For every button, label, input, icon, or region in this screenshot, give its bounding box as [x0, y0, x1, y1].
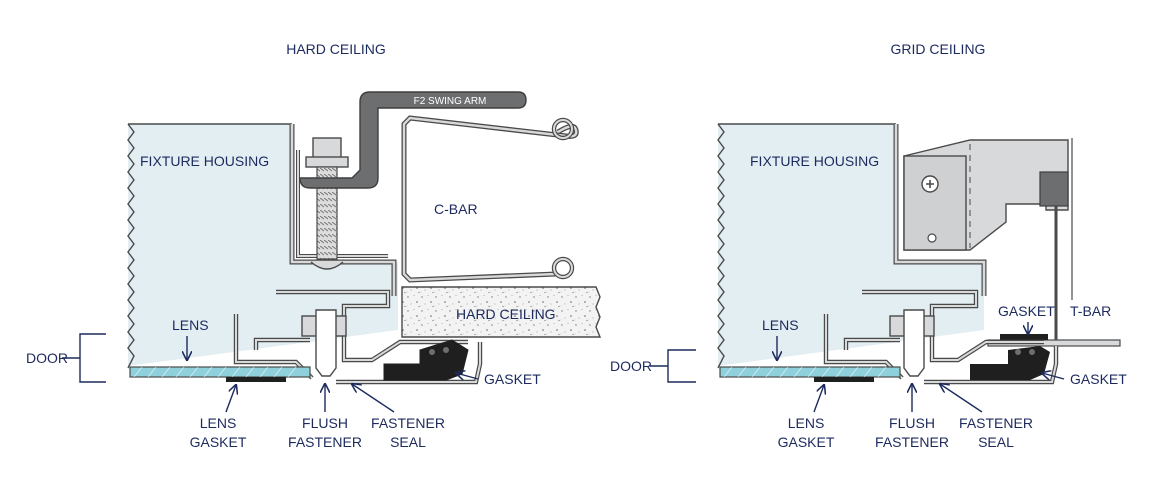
flush-fastener-label-line2: FASTENER — [875, 434, 949, 450]
t-bar-label: T-BAR — [1070, 303, 1111, 319]
door-label: DOOR — [610, 358, 652, 374]
c-bar-label: C-BAR — [434, 201, 478, 217]
fastener-seal-label-line2: SEAL — [978, 434, 1014, 450]
lens-label: LENS — [172, 317, 209, 333]
flush-fastener-label-line1: FLUSH — [302, 415, 348, 431]
hard-ceiling-diagram: HARD CEILING FIXTURE HOUSING F2 SWING AR… — [26, 41, 602, 450]
hard-ceiling-label: HARD CEILING — [456, 306, 556, 322]
fastener-seal-label-line2: SEAL — [390, 434, 426, 450]
fastener-seal-label-line1: FASTENER — [959, 415, 1033, 431]
c-bar — [401, 115, 579, 283]
door-bracket — [650, 349, 696, 383]
fixture-housing-label: FIXTURE HOUSING — [140, 153, 269, 169]
threaded-rod — [316, 166, 338, 260]
flush-fastener-label-line1: FLUSH — [889, 415, 935, 431]
fixture-housing — [718, 124, 984, 366]
gasket-arrow — [1042, 373, 1065, 379]
lens-gasket-label-line1: LENS — [200, 415, 237, 431]
gasket — [970, 346, 1050, 380]
lens-gasket — [226, 377, 286, 382]
lens-gasket-label-line2: GASKET — [190, 434, 247, 450]
hard-ceiling-slab — [401, 286, 602, 338]
lens-gasket-arrow — [813, 385, 824, 413]
flush-fastener — [903, 309, 925, 377]
door-bracket — [62, 333, 106, 383]
gasket-label: GASKET — [1070, 371, 1127, 387]
fixture-housing — [128, 124, 398, 366]
lens-gasket — [814, 377, 874, 382]
swing-arm-label: F2 SWING ARM — [414, 96, 487, 107]
fastener-seal-arrow — [352, 384, 395, 413]
gasket-arrow — [456, 373, 479, 379]
fixture-housing-jagged-edge — [127, 123, 135, 369]
top-gasket-label: GASKET — [998, 303, 1055, 319]
door-label: DOOR — [26, 350, 68, 366]
lens — [719, 366, 901, 378]
lens-gasket-label-line1: LENS — [788, 415, 825, 431]
grid-ceiling-title: GRID CEILING — [891, 41, 986, 57]
gasket-label: GASKET — [484, 371, 541, 387]
fastener-seal-arrow — [940, 384, 983, 413]
grid-ceiling-diagram: GRID CEILING FIXTURE HOUSING T-BAR GASKE… — [610, 41, 1127, 450]
flush-fastener — [315, 309, 337, 377]
flush-fastener-label-line2: FASTENER — [288, 434, 362, 450]
lens-label: LENS — [762, 317, 799, 333]
fastener-seal-label-line1: FASTENER — [371, 415, 445, 431]
lens-gasket-label-line2: GASKET — [778, 434, 835, 450]
bracket-hole — [927, 233, 937, 243]
f2-swing-arm — [299, 91, 527, 189]
top-gasket — [1000, 334, 1048, 340]
fixture-housing-jagged-edge — [717, 123, 725, 369]
t-bar-clip — [1039, 171, 1069, 207]
hard-ceiling-title: HARD CEILING — [286, 41, 386, 57]
lens — [129, 366, 311, 378]
fixture-housing-label: FIXTURE HOUSING — [750, 153, 879, 169]
lens-gasket-arrow — [225, 385, 236, 413]
